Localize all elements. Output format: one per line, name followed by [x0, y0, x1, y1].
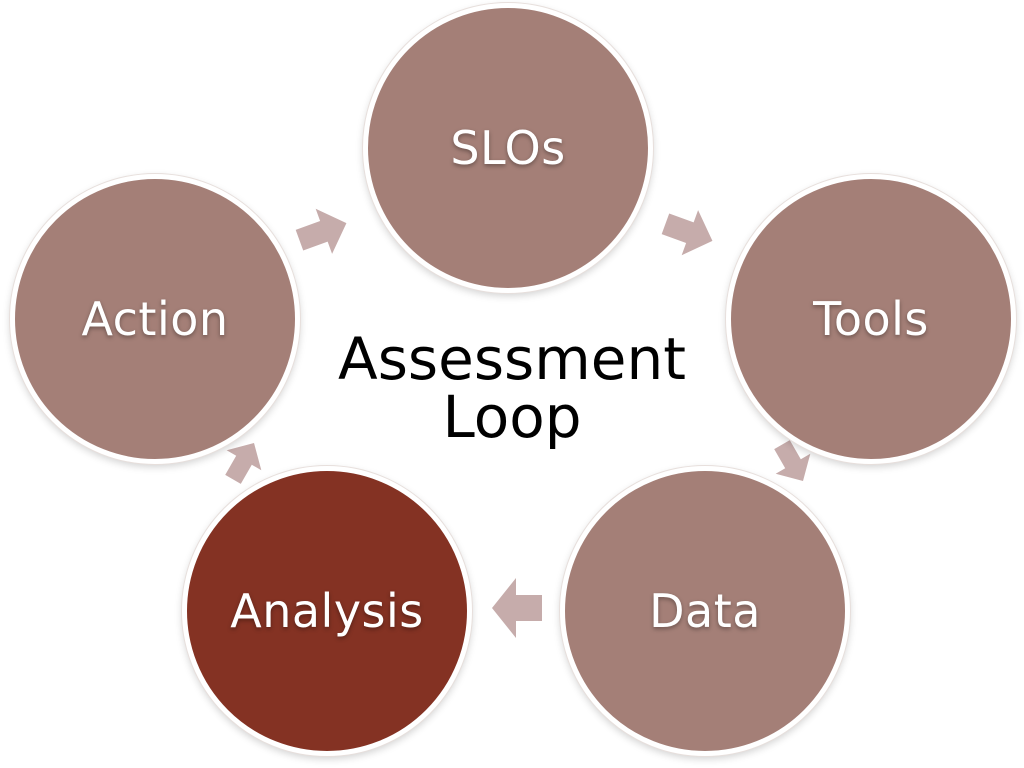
- arrow-analysis-to-action: [225, 442, 262, 484]
- node-action: Action: [10, 174, 300, 464]
- node-label-slos: SLOs: [450, 121, 566, 175]
- center-title: Assessment Loop: [312, 330, 712, 446]
- arrow-slos-to-tools: [661, 210, 713, 256]
- node-data: Data: [560, 466, 850, 756]
- node-label-data: Data: [649, 584, 761, 638]
- arrow-action-to-slos: [295, 208, 347, 254]
- node-analysis: Analysis: [182, 466, 472, 756]
- center-title-line-2: Loop: [442, 383, 582, 451]
- arrow-tools-to-data: [774, 440, 811, 482]
- node-slos: SLOs: [363, 3, 653, 293]
- node-label-tools: Tools: [813, 292, 929, 346]
- node-label-analysis: Analysis: [230, 584, 424, 638]
- center-title-line-1: Assessment: [338, 325, 686, 393]
- arrow-data-to-analysis: [492, 578, 542, 638]
- node-tools: Tools: [726, 174, 1016, 464]
- node-label-action: Action: [81, 292, 229, 346]
